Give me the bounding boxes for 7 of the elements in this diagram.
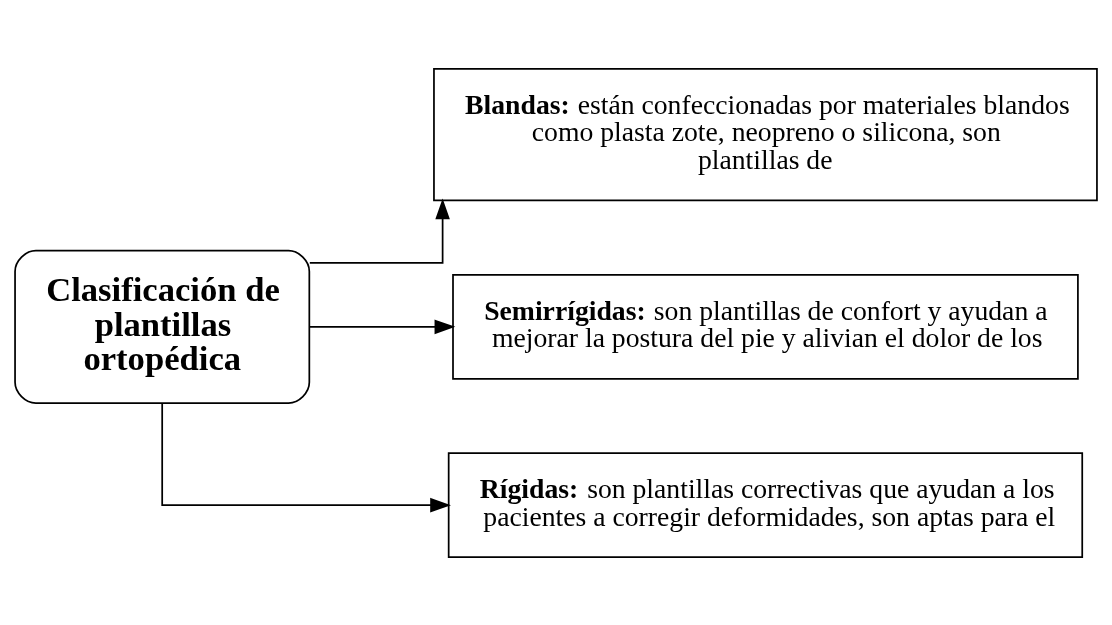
arrow [308,197,450,264]
arrow [161,402,451,512]
node-box: Clasificación de plantillas ortopédica [14,249,311,404]
node-box: Rígidas: son plantillas correctivas que ayudan a los pacientes a corregir deformidades, son aptas para el [447,451,1084,558]
node-box: Blandas: están confeccionadas por materiales blandos como plasta zote, neopreno o silicona, son plantillas de [433,67,1098,201]
arrow [308,319,456,334]
node-box: Semirrígidas: son plantillas de confort y ayudan a mejorar la postura del pie y alivian el dolor de los [452,273,1079,380]
